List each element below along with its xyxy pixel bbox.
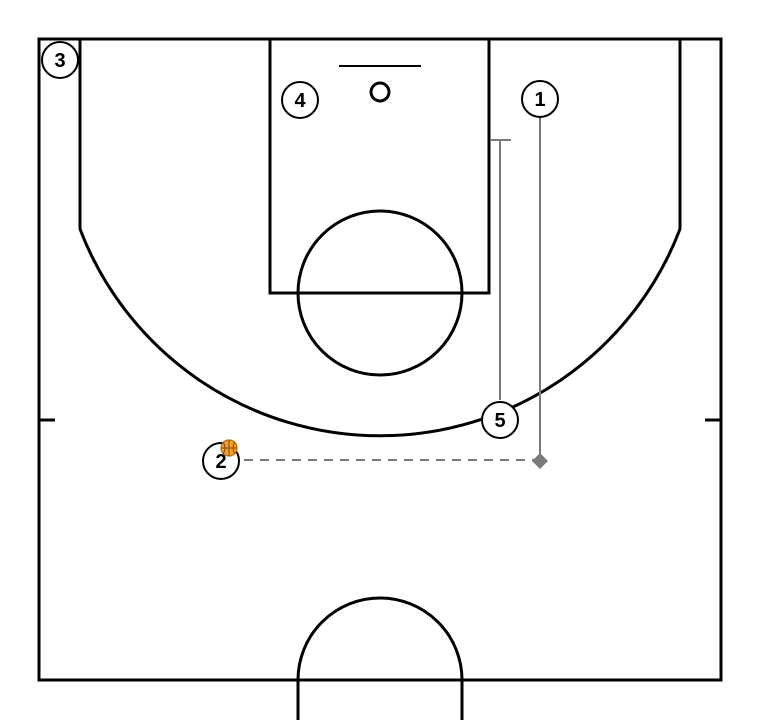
cut-arrowhead-icon — [532, 453, 548, 469]
player-3[interactable]: 3 — [41, 41, 79, 79]
rim-icon — [369, 81, 391, 103]
free-throw-circle — [296, 209, 464, 377]
player-label: 3 — [54, 50, 65, 72]
paint-key — [268, 37, 491, 295]
player-label: 2 — [215, 451, 226, 473]
player-label: 1 — [534, 89, 545, 111]
screen-action-5 — [490, 139, 511, 400]
basketball-icon — [220, 439, 238, 457]
player-1[interactable]: 1 — [521, 80, 559, 118]
player-label: 4 — [294, 90, 306, 112]
center-circle — [296, 596, 464, 720]
three-point-line — [78, 39, 682, 438]
court-boundary — [37, 37, 723, 682]
player-5[interactable]: 5 — [481, 401, 519, 439]
player-4[interactable]: 4 — [281, 81, 319, 119]
player-label: 5 — [494, 410, 505, 432]
cut-action-1 — [532, 117, 548, 469]
